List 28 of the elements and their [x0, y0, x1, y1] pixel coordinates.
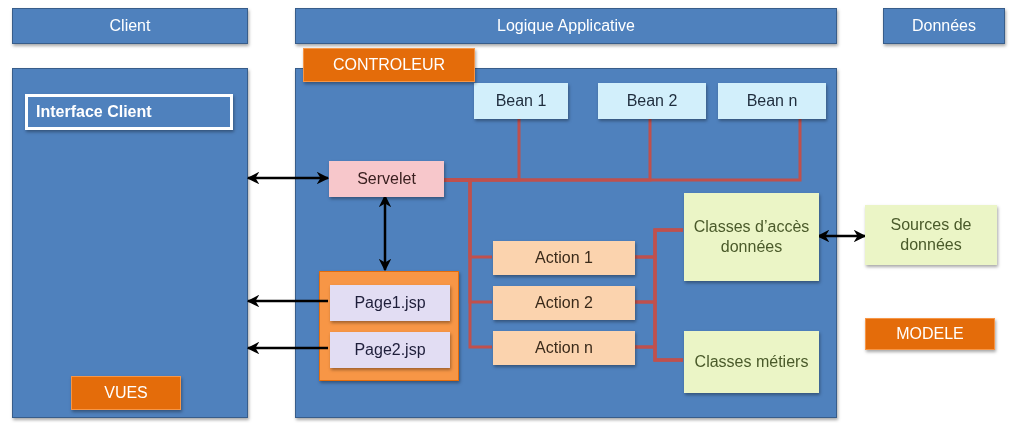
layer-panel	[12, 68, 248, 418]
class-box: Classes d’accès données	[684, 193, 819, 281]
tag-label: CONTROLEUR	[303, 48, 475, 82]
arrow	[246, 171, 330, 185]
arrow	[246, 341, 328, 355]
action-box: Action n	[493, 331, 635, 365]
layer-panel	[295, 68, 837, 418]
bean-box: Bean 1	[474, 83, 568, 119]
page-box: Page2.jsp	[330, 332, 450, 368]
class-box: Classes métiers	[684, 331, 819, 393]
class-box: Sources de données	[865, 205, 997, 265]
arrow	[816, 229, 867, 243]
page-group-box	[319, 271, 459, 381]
outlined-label: Interface Client	[25, 94, 233, 130]
tag-label: MODELE	[865, 318, 995, 350]
arrow	[246, 294, 328, 308]
servlet-box: Servelet	[329, 161, 444, 197]
arrow	[378, 194, 392, 272]
header-bar: Logique Applicative	[295, 8, 837, 44]
action-box: Action 2	[493, 286, 635, 320]
bean-box: Bean 2	[598, 83, 706, 119]
page-box: Page1.jsp	[330, 285, 450, 321]
header-bar: Données	[883, 8, 1005, 44]
action-box: Action 1	[493, 241, 635, 275]
header-bar: Client	[12, 8, 248, 44]
bean-box: Bean n	[718, 83, 826, 119]
connector-line	[634, 345, 683, 362]
tag-label: VUES	[71, 376, 181, 410]
